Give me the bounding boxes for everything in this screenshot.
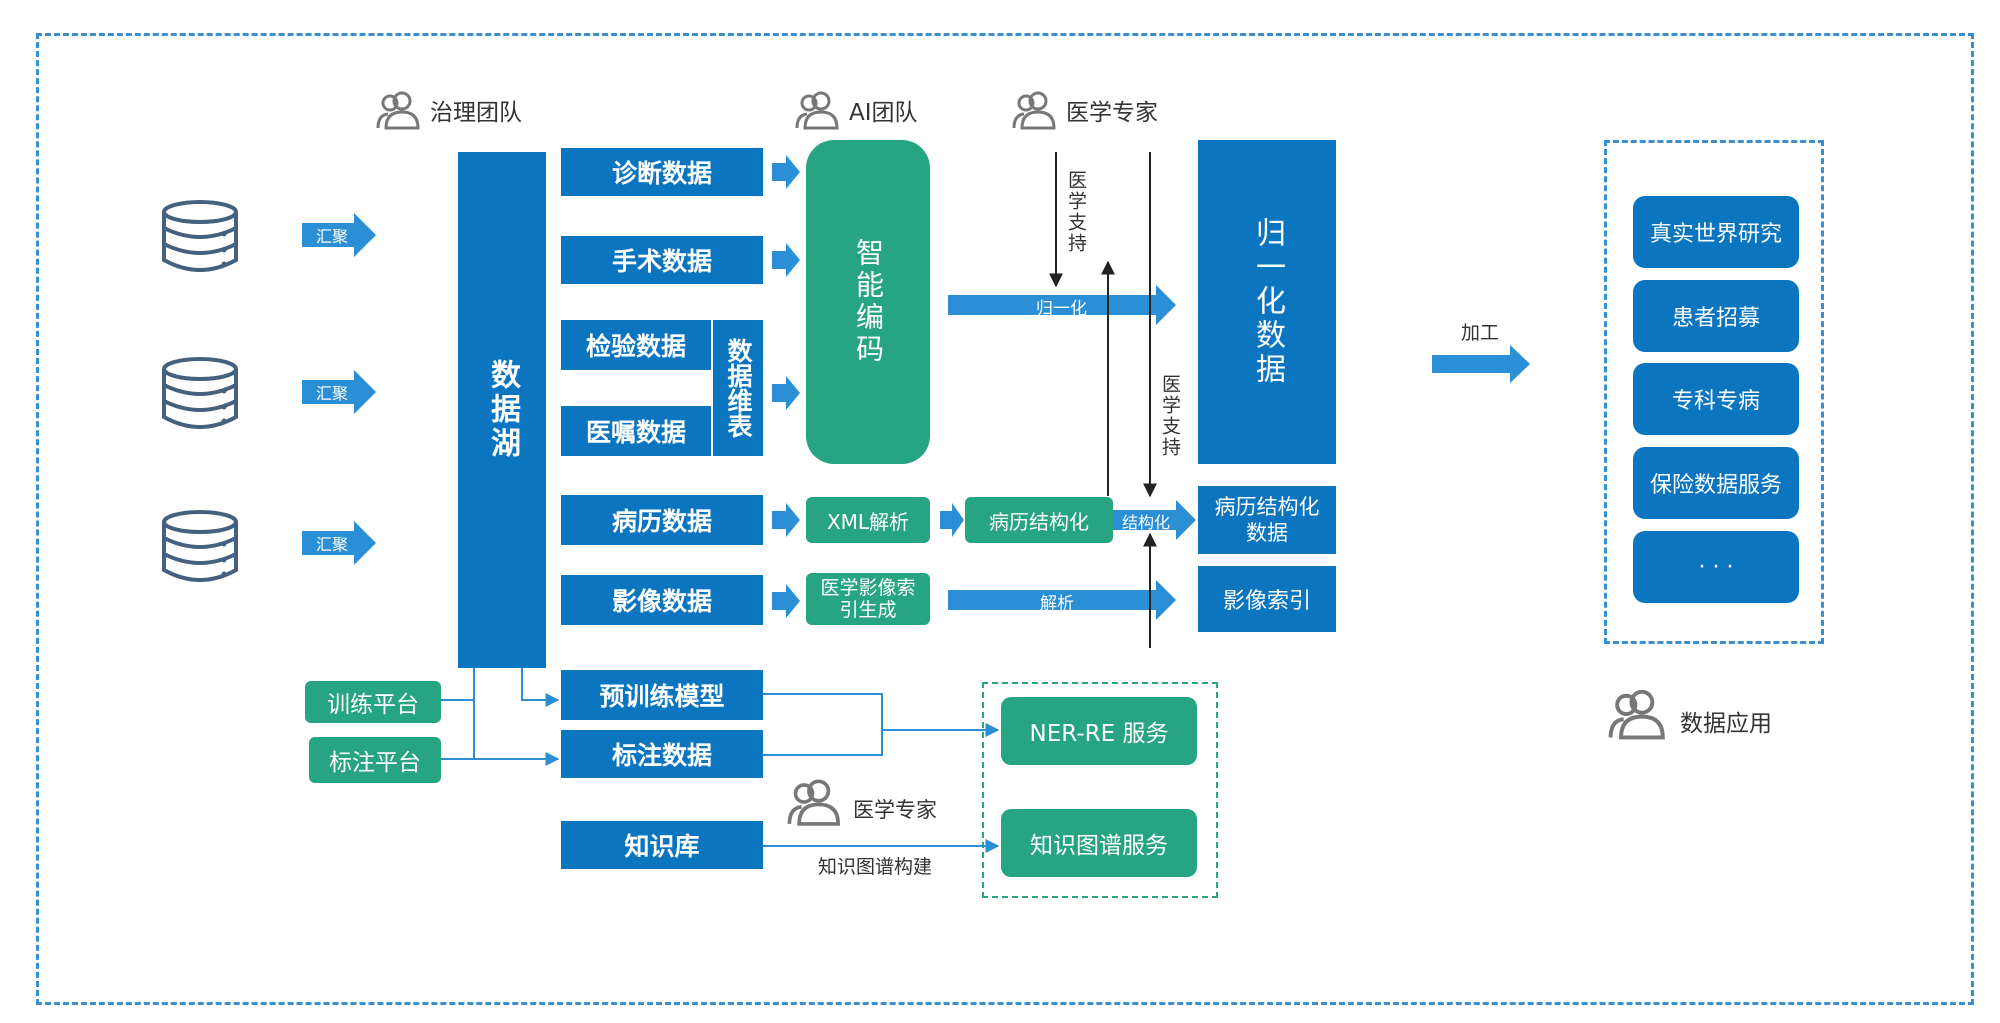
structured-emr-data: 病历结构化数据: [1198, 486, 1336, 554]
data-lake: 数据湖: [458, 152, 546, 668]
data-lake-label: 数据湖: [485, 359, 520, 461]
normalize-label: 归一化: [1036, 299, 1087, 319]
smart-coding-label: 智能编码: [852, 238, 885, 366]
team-governance-label: 治理团队: [430, 100, 522, 126]
team-data-application: 数据应用: [1608, 686, 1772, 742]
training-platform: 训练平台: [305, 681, 441, 723]
app-item-recruitment: 患者招募: [1633, 280, 1799, 352]
database-icon: [162, 357, 238, 429]
category-knowledge-base: 知识库: [561, 821, 763, 869]
category-pretrain: 预训练模型: [561, 670, 763, 720]
kg-build-label: 知识图谱构建: [818, 856, 933, 878]
aggregate-arrow-2: 汇聚: [302, 370, 378, 418]
database-icon: [162, 200, 238, 272]
source-db-1: [160, 200, 240, 272]
team-medical-bottom-label: 医学专家: [853, 798, 937, 822]
image-index-gen: 医学影像索引生成: [806, 573, 930, 625]
user-group-icon: [376, 91, 420, 130]
structure-label: 结构化: [1122, 513, 1171, 532]
process-arrow: [1432, 345, 1530, 383]
aggregate-arrow-1: 汇聚: [302, 213, 378, 261]
category-orders: 医嘱数据: [561, 406, 711, 456]
medical-support-1: 医学支持: [1065, 170, 1087, 254]
parse-label: 解析: [1040, 594, 1074, 614]
parse-arrow: [948, 580, 1176, 620]
normalize-arrow: [948, 285, 1176, 325]
normalized-data-label: 归一化数据: [1250, 217, 1285, 387]
outer-frame: [36, 33, 1974, 1005]
app-item-insurance: 保险数据服务: [1633, 447, 1799, 519]
kg-service: 知识图谱服务: [1001, 809, 1197, 877]
category-imaging: 影像数据: [561, 575, 763, 625]
services-frame: [982, 682, 1218, 898]
user-group-icon: [1012, 91, 1056, 130]
category-diagnosis: 诊断数据: [561, 148, 763, 196]
category-lab: 检验数据: [561, 320, 711, 370]
aggregate-arrow-3: 汇聚: [302, 521, 378, 569]
process-label: 加工: [1461, 322, 1500, 344]
structure-arrow: [1113, 500, 1196, 540]
category-dimension-table: 数据维表: [713, 320, 763, 456]
database-icon: [162, 510, 238, 582]
source-db-3: [160, 510, 240, 582]
team-data-application-label: 数据应用: [1680, 711, 1772, 737]
annotation-platform: 标注平台: [309, 737, 441, 783]
app-item-rwe: 真实世界研究: [1633, 196, 1799, 268]
team-medical-top-label: 医学专家: [1066, 100, 1158, 126]
ner-re-service: NER-RE 服务: [1001, 697, 1197, 765]
applications-frame: [1604, 140, 1824, 644]
medical-support-2: 医学支持: [1159, 374, 1181, 458]
source-db-2: [160, 357, 240, 429]
team-ai-label: AI团队: [849, 100, 918, 126]
aggregate-label: 汇聚: [316, 227, 349, 246]
team-medical-bottom: 医学专家: [787, 776, 937, 828]
app-item-specialty: 专科专病: [1633, 363, 1799, 435]
app-item-more: · · ·: [1633, 531, 1799, 603]
team-medical-top: 医学专家: [1012, 88, 1158, 132]
team-ai: AI团队: [795, 88, 918, 132]
user-group-icon: [795, 91, 839, 130]
team-governance: 治理团队: [376, 88, 522, 132]
dimension-table-label: 数据维表: [724, 338, 753, 438]
emr-structuring: 病历结构化: [965, 497, 1113, 543]
xml-parse: XML解析: [806, 497, 930, 543]
aggregate-label: 汇聚: [316, 535, 349, 554]
smart-coding: 智能编码: [806, 140, 930, 464]
category-surgery: 手术数据: [561, 236, 763, 284]
category-emr: 病历数据: [561, 495, 763, 545]
user-group-icon: [787, 779, 840, 826]
aggregate-label: 汇聚: [316, 384, 349, 403]
user-group-icon: [1608, 689, 1665, 740]
category-annotation: 标注数据: [561, 730, 763, 778]
normalized-data: 归一化数据: [1198, 140, 1336, 464]
image-index: 影像索引: [1198, 566, 1336, 632]
